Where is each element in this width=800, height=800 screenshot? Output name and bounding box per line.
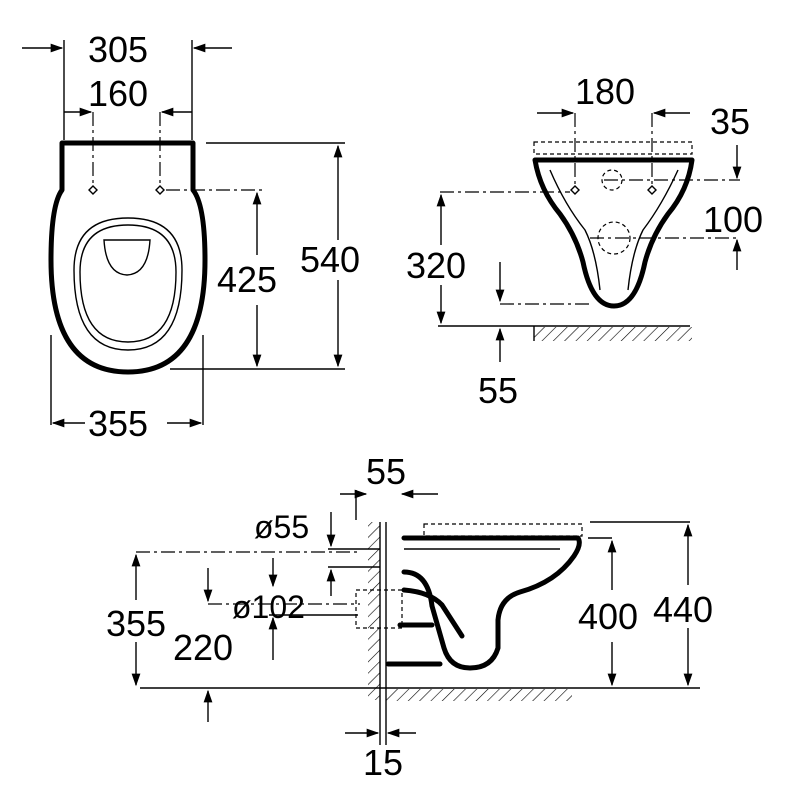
- dim-front-hole-spacing: 180: [575, 71, 635, 112]
- dim-front-height-to-axis: 320: [406, 245, 466, 286]
- dim-front-offset-top: 35: [710, 101, 750, 142]
- dim-side-wall-offset: 55: [366, 451, 406, 492]
- dim-side-inlet-diameter: ø55: [254, 509, 309, 545]
- top-view-inner-line: [79, 224, 177, 343]
- top-view-outline: [48, 140, 208, 375]
- side-view: 55 ø55 ø102 355 220 400 440 15: [106, 451, 713, 783]
- dim-top-seat-width: 355: [88, 403, 148, 444]
- side-view-bowl: [401, 535, 582, 671]
- dim-side-total-height: 440: [653, 589, 713, 630]
- dim-side-outlet-height: 220: [173, 627, 233, 668]
- dim-top-overall-width: 305: [88, 29, 148, 70]
- dim-side-wall-thickness: 15: [363, 742, 403, 783]
- dim-top-hole-to-front: 425: [217, 259, 277, 300]
- front-view: 180 35 100 320 55: [406, 71, 763, 411]
- dim-top-overall-length: 540: [300, 239, 360, 280]
- flush-opening: [103, 239, 151, 276]
- dim-side-inlet-height: 355: [106, 603, 166, 644]
- fixing-holes: [88, 185, 165, 195]
- top-view: 305 160 425 540 355: [22, 29, 360, 444]
- dim-front-offset-vertical: 100: [703, 199, 763, 240]
- dim-top-hole-spacing: 160: [88, 73, 148, 114]
- top-view-bowl: [73, 217, 183, 351]
- front-view-outline: [532, 157, 695, 309]
- dim-front-bottom-clearance: 55: [478, 370, 518, 411]
- dim-side-bowl-height: 400: [578, 596, 638, 637]
- dim-side-outlet-diameter: ø102: [232, 589, 305, 625]
